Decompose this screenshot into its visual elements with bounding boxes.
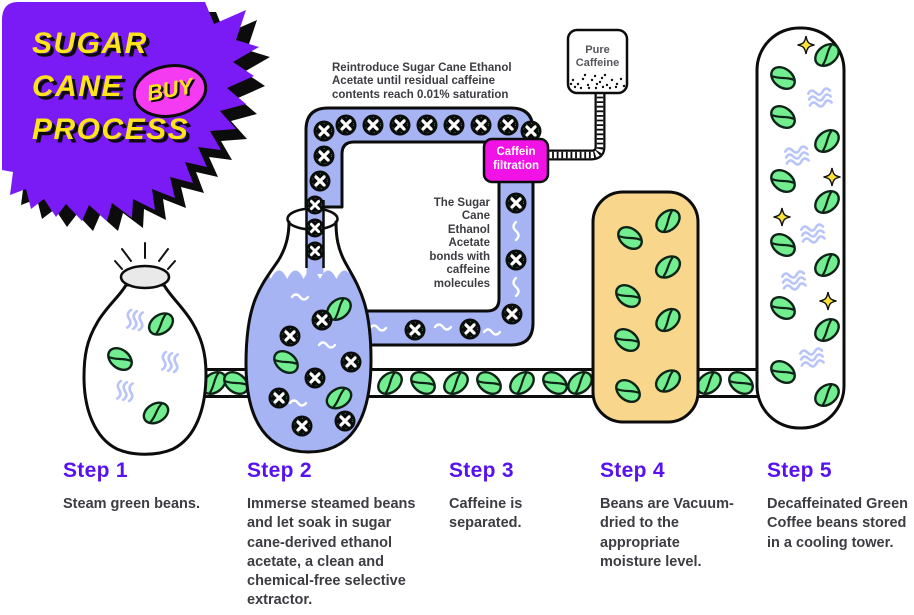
coffee-bean-icon bbox=[405, 366, 441, 400]
coffee-bean-icon bbox=[372, 366, 408, 400]
caffeine-powder-speck-icon bbox=[598, 80, 602, 84]
caffeine-molecule-icon bbox=[302, 365, 328, 391]
caffeine-powder-speck-icon bbox=[573, 85, 577, 89]
caffeine-molecule-icon bbox=[499, 301, 525, 327]
caffeine-molecule-icon bbox=[266, 385, 292, 411]
caffeine-powder-speck-icon bbox=[610, 78, 614, 82]
caffeine-molecule-icon bbox=[311, 143, 337, 169]
buy-button[interactable] bbox=[130, 60, 210, 122]
caffeine-powder-speck-icon bbox=[587, 86, 591, 90]
badge-title-line: CANE bbox=[32, 70, 124, 103]
caffeine-powder-speck-icon bbox=[608, 86, 612, 90]
caffeine-molecule-icon bbox=[402, 317, 428, 343]
cooling-tower bbox=[755, 26, 846, 430]
caffeine-molecule-icon bbox=[503, 247, 529, 273]
caffeine-powder-speck-icon bbox=[590, 78, 594, 82]
reintroduce-note: Reintroduce Sugar Cane Ethanol Acetate u… bbox=[332, 62, 512, 101]
vacuum-dryer-vessel bbox=[591, 190, 700, 424]
caffeine-powder-speck-icon bbox=[622, 84, 626, 88]
bonds-note: The Sugar Cane Ethanol Acetate bonds wit… bbox=[429, 197, 490, 290]
caffeine-molecule-icon bbox=[309, 307, 335, 333]
vessel-lid bbox=[119, 264, 171, 290]
caffeine-molecule-icon bbox=[289, 413, 315, 439]
caffeine-molecule-icon bbox=[338, 349, 364, 375]
caffeine-powder-speck-icon bbox=[600, 76, 604, 80]
coffee-bean-icon bbox=[723, 366, 759, 400]
caffeine-molecule-icon bbox=[360, 112, 386, 138]
caffeine-molecule-icon bbox=[495, 112, 521, 138]
caffeine-molecule-icon bbox=[503, 190, 529, 216]
step-3: Step 3 Caffeine is separated. bbox=[449, 459, 569, 534]
caffeine-molecule-icon bbox=[332, 408, 358, 434]
coffee-bean-icon bbox=[471, 366, 507, 400]
badge-title-line: SUGAR bbox=[32, 27, 148, 60]
caffeine-powder-speck-icon bbox=[581, 77, 585, 81]
step-1-title: Step 1 bbox=[63, 459, 128, 482]
caffeine-molecule-icon bbox=[304, 194, 326, 216]
badge-title: SUGAR CANE PROCESS bbox=[32, 22, 189, 151]
caffeine-powder-speck-icon bbox=[595, 82, 599, 86]
caffeine-powder-speck-icon bbox=[615, 82, 619, 86]
caffeine-powder-speck-icon bbox=[593, 74, 597, 78]
caffeine-molecule-icon bbox=[457, 316, 483, 342]
soak-flask bbox=[244, 118, 373, 454]
caffeine-molecule-icon bbox=[307, 168, 333, 194]
step-5-title: Step 5 bbox=[767, 459, 832, 482]
coffee-bean-icon bbox=[438, 366, 474, 400]
caffeine-powder-speck-icon bbox=[614, 85, 618, 89]
steam-burst-icon bbox=[114, 242, 176, 270]
caffeine-extraction-pipe bbox=[549, 92, 606, 161]
pure-caffeine-box bbox=[566, 28, 629, 95]
caffeine-molecule-icon bbox=[304, 217, 326, 239]
caffeine-powder-speck-icon bbox=[594, 86, 598, 90]
caffeine-powder-speck-icon bbox=[579, 86, 583, 90]
caffeine-powder-speck-icon bbox=[571, 78, 575, 82]
caffeine-molecule-icon bbox=[333, 112, 359, 138]
caffeine-filtration-box bbox=[482, 137, 550, 184]
steam-vessel-body bbox=[82, 283, 208, 456]
coffee-bean-icon bbox=[562, 366, 598, 400]
caffeine-molecule-icon bbox=[277, 323, 303, 349]
step-1: Step 1 Steam green beans. bbox=[63, 459, 233, 514]
caffeine-molecule-icon bbox=[387, 112, 413, 138]
pure-caffeine-label: Pure Caffeine bbox=[575, 44, 620, 69]
step-4-description: Beans are Vacuum-dried to the appropriat… bbox=[600, 496, 734, 570]
caffeine-powder-speck-icon bbox=[619, 77, 623, 81]
badge-shape bbox=[2, 2, 259, 221]
step-5-description: Decaffeinated Green Coffee beans stored … bbox=[767, 496, 909, 551]
caffeine-powder-speck-icon bbox=[583, 73, 587, 77]
caffeine-molecule-icon bbox=[414, 112, 440, 138]
title-badge bbox=[2, 2, 270, 231]
step-3-description: Caffeine is separated. bbox=[449, 496, 523, 532]
caffeine-powder-speck-icon bbox=[603, 73, 607, 77]
step-2-description: Immerse steamed beans and let soak in su… bbox=[247, 496, 416, 609]
caffeine-powder-speck-icon bbox=[576, 82, 580, 86]
step-1-description: Steam green beans. bbox=[63, 496, 200, 512]
step-5: Step 5 Decaffeinated Green Coffee beans … bbox=[767, 459, 914, 553]
step-3-title: Step 3 bbox=[449, 459, 514, 482]
steam-vessel bbox=[82, 242, 208, 456]
badge-title-line: PROCESS bbox=[32, 113, 190, 146]
step-2-title: Step 2 bbox=[247, 459, 312, 482]
caffeine-powder-speck-icon bbox=[586, 83, 590, 87]
caffeine-molecule-icon bbox=[468, 112, 494, 138]
caffeine-powder-speck-icon bbox=[569, 82, 573, 86]
caffeine-molecule-icon bbox=[441, 112, 467, 138]
step-4: Step 4 Beans are Vacuum-dried to the app… bbox=[600, 459, 738, 572]
caffeine-molecule-icon bbox=[304, 240, 326, 262]
coffee-bean-icon bbox=[537, 366, 573, 400]
caffeine-molecule-icon bbox=[311, 118, 337, 144]
caffeine-powder-speck-icon bbox=[605, 83, 609, 87]
step-4-title: Step 4 bbox=[600, 459, 665, 482]
caffeine-powder-speck-icon bbox=[601, 85, 605, 89]
step-2: Step 2 Immerse steamed beans and let soa… bbox=[247, 459, 429, 611]
coffee-bean-icon bbox=[504, 366, 540, 400]
caffeine-filtration-label: Caffein filtration bbox=[493, 146, 539, 172]
